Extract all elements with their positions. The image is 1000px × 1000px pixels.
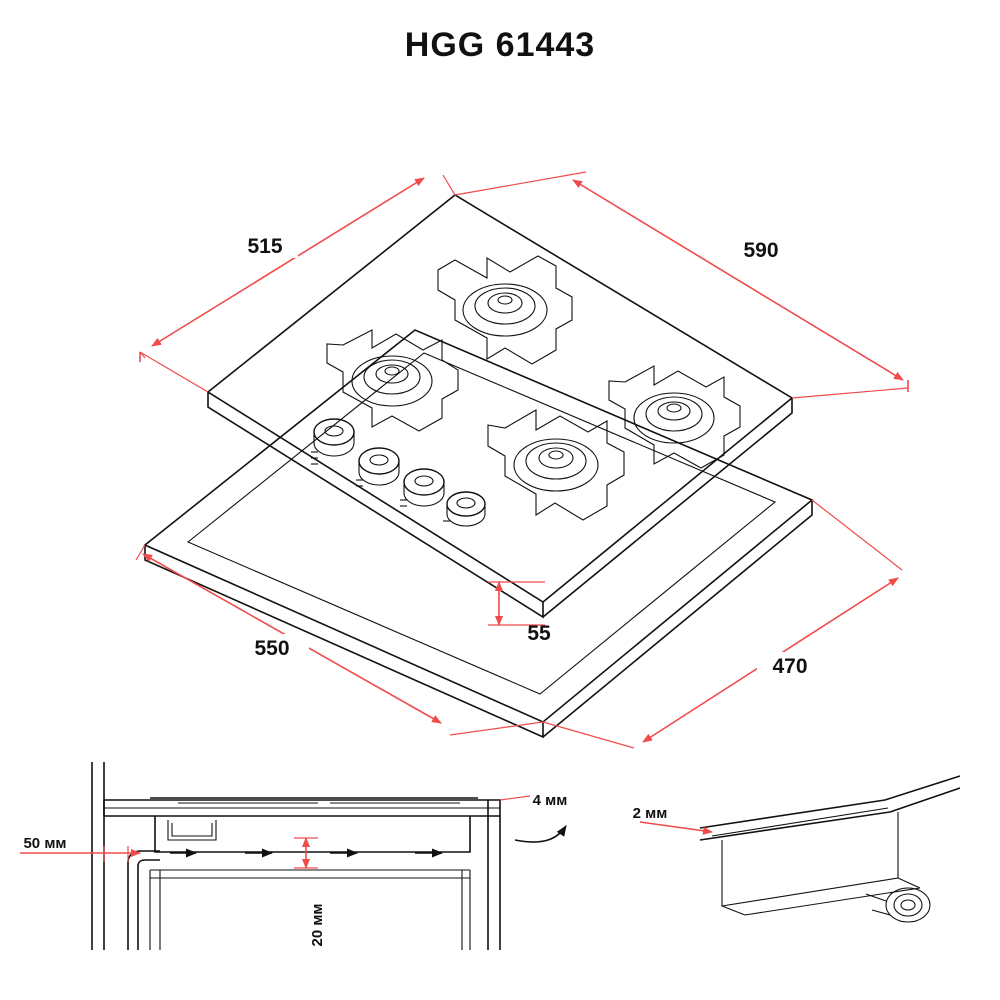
burner-front-left xyxy=(326,329,459,432)
dimension-extension-lines-top xyxy=(139,171,909,399)
burner-rear-right xyxy=(608,365,741,469)
dimension-2mm-label: 2 мм xyxy=(633,805,668,822)
dimension-55-label: 55 xyxy=(527,622,551,645)
dimension-590: 590 xyxy=(572,179,904,381)
dimension-470-label: 470 xyxy=(772,655,807,678)
burner-rear xyxy=(437,255,573,365)
worktop-cutout-frame xyxy=(143,329,814,739)
dimension-2mm: 2 мм xyxy=(633,805,713,835)
seal-coil-icon xyxy=(865,887,931,923)
dimension-550-label: 550 xyxy=(254,637,289,660)
page-title: HGG 61443 xyxy=(404,26,596,64)
dimension-55: 55 xyxy=(488,581,551,645)
dimension-4mm: 4 мм xyxy=(499,792,568,843)
burner-front-center xyxy=(487,409,625,521)
dimension-20mm-label: 20 мм xyxy=(309,903,326,946)
dimension-470: 470 xyxy=(642,577,899,743)
side-section-view: 50 мм 4 мм 20 мм xyxy=(20,762,567,950)
dimension-515: 515 xyxy=(139,177,425,359)
dimension-50mm: 50 мм xyxy=(20,835,141,862)
dimension-4mm-label: 4 мм xyxy=(533,792,568,809)
dimension-550: 550 xyxy=(142,553,442,724)
dimension-20mm: 20 мм xyxy=(294,837,326,947)
dimension-extension-lines-bottom xyxy=(135,499,903,749)
dimension-590-label: 590 xyxy=(743,239,778,262)
dimension-515-label: 515 xyxy=(247,235,282,258)
edge-seal-detail: 2 мм xyxy=(633,775,961,923)
hob-top-panel xyxy=(206,194,794,619)
control-knobs xyxy=(311,418,486,527)
dimension-50mm-label: 50 мм xyxy=(23,835,66,852)
